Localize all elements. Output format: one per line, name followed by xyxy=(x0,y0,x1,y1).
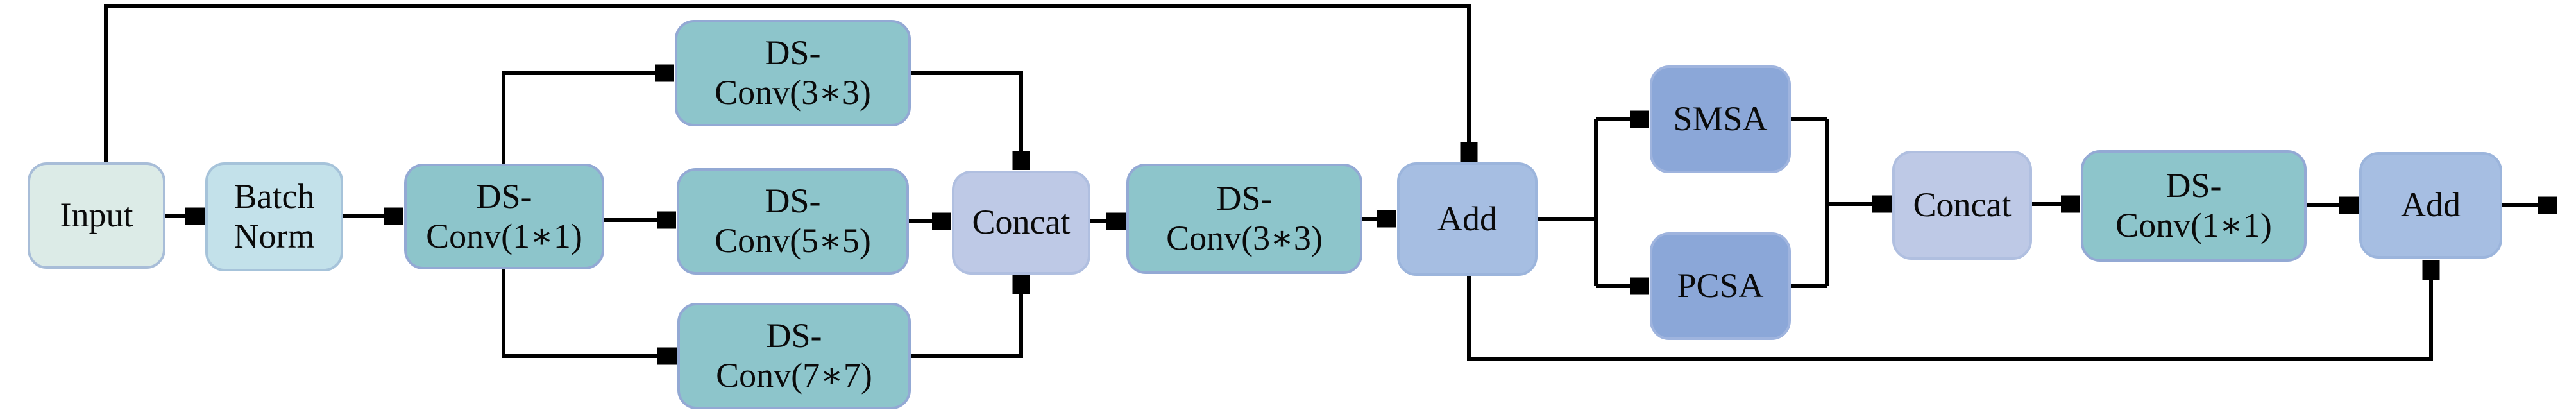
node-ds-conv-1x1-b-label: DS- Conv(1∗1) xyxy=(2115,166,2272,244)
node-ds-conv-5x5: DS- Conv(5∗5) xyxy=(677,168,909,275)
edge-conv1a-conv3a xyxy=(502,73,674,164)
node-ds-conv-1x1-b: DS- Conv(1∗1) xyxy=(2081,150,2307,262)
node-ds-conv-7x7: DS- Conv(7∗7) xyxy=(677,303,911,409)
node-add-2-label: Add xyxy=(2401,185,2461,225)
node-ds-conv-3x3-a-label: DS- Conv(3∗3) xyxy=(715,33,871,112)
node-add-1-label: Add xyxy=(1437,199,1497,238)
node-smsa: SMSA xyxy=(1650,65,1791,173)
node-ds-conv-3x3-b: DS- Conv(3∗3) xyxy=(1126,164,1362,274)
node-input-label: Input xyxy=(60,196,133,235)
node-smsa-label: SMSA xyxy=(1673,99,1768,139)
node-add-1: Add xyxy=(1397,162,1538,276)
edge-add1-bottom-skip xyxy=(1467,261,2431,361)
edge-conv1a-conv7 xyxy=(502,269,676,356)
node-ds-conv-7x7-label: DS- Conv(7∗7) xyxy=(716,316,872,395)
node-batch-norm: Batch Norm xyxy=(205,162,343,271)
node-input: Input xyxy=(28,162,165,269)
edge-conv7-concat1 xyxy=(911,276,1021,358)
edge-conv3a-concat1 xyxy=(911,71,1021,169)
node-ds-conv-3x3-b-label: DS- Conv(3∗3) xyxy=(1166,179,1323,257)
node-ds-conv-3x3-a: DS- Conv(3∗3) xyxy=(675,20,911,126)
node-concat-1: Concat xyxy=(952,171,1090,275)
node-concat-1-label: Concat xyxy=(972,203,1071,242)
node-ds-conv-5x5-label: DS- Conv(5∗5) xyxy=(715,182,871,260)
node-concat-2-label: Concat xyxy=(1913,185,2012,225)
node-ds-conv-1x1-a: DS- Conv(1∗1) xyxy=(404,164,604,269)
node-concat-2: Concat xyxy=(1892,151,2032,260)
node-pcsa: PCSA xyxy=(1650,232,1791,340)
node-add-2: Add xyxy=(2359,152,2502,259)
node-ds-conv-1x1-a-label: DS- Conv(1∗1) xyxy=(426,176,582,255)
node-batch-norm-label: Batch Norm xyxy=(233,177,315,255)
node-pcsa-label: PCSA xyxy=(1677,266,1764,305)
